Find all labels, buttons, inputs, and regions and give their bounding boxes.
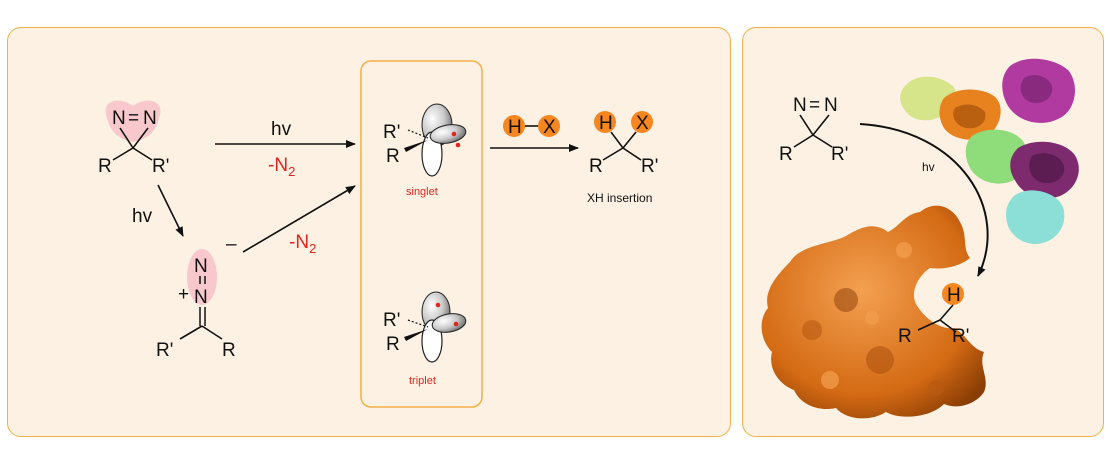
triplet-r-prime: R' [383, 310, 400, 331]
protein-surface [761, 205, 986, 419]
right-hv-label: hv [922, 160, 935, 174]
diazo-r: R [222, 340, 236, 361]
xh-insertion-label: XH insertion [587, 191, 652, 205]
right-h-circle [942, 283, 964, 305]
product-r: R [589, 156, 603, 177]
triplet-label: triplet [409, 375, 436, 387]
diazo-n-mid: N [194, 287, 208, 308]
insertion-product: H X R R' XH insertion [587, 111, 658, 205]
diazirine-n-right: N [143, 108, 157, 129]
diazirine-double-bond: = [128, 108, 139, 129]
isomerization-arrow: hv [132, 184, 184, 237]
product-r-prime: R' [641, 156, 658, 177]
minus-n2-top: -N2 [268, 155, 295, 179]
insertion-arrow: H X [490, 115, 579, 152]
right-r: R [779, 144, 793, 165]
diazo-r-prime: R' [156, 340, 173, 361]
right-product-h: H [947, 285, 961, 306]
product-x: X [636, 113, 649, 134]
diazirine: N = N R R' [98, 100, 169, 177]
singlet-r: R [386, 146, 400, 167]
hv-label-diag: hv [132, 206, 153, 227]
right-product: H R R' [898, 283, 969, 347]
diazo-compound: N N – + R' R [156, 234, 237, 361]
product-h-circle [594, 111, 616, 133]
diazirine-n-left: N [112, 108, 126, 129]
diazo-n-top: N [194, 256, 208, 277]
diazo-minus: – [226, 234, 237, 255]
right-n-left: N [793, 95, 807, 116]
photolysis-arrow: hv -N2 [215, 119, 356, 179]
right-n-right: N [824, 95, 838, 116]
singlet-label: singlet [406, 186, 438, 198]
diazo-to-carbene-arrow: -N2 [242, 185, 356, 256]
singlet-carbene: R' R singlet [383, 103, 467, 198]
product-x-circle [631, 111, 653, 133]
diazirine-r-prime: R' [152, 156, 169, 177]
diazo-highlight [187, 249, 217, 305]
labeling-arrow: hv [859, 123, 989, 277]
diazirine-r: R [98, 156, 112, 177]
right-r-prime: R' [831, 144, 848, 165]
right-product-r-prime: R' [952, 326, 969, 347]
product-h: H [599, 113, 613, 134]
diazirine-highlight [105, 100, 161, 142]
hv-label-top: hv [271, 119, 292, 140]
right-double-bond: = [809, 95, 820, 116]
protein-cluster [900, 58, 1079, 245]
reagent-h-circle [503, 115, 525, 137]
right-product-r: R [898, 326, 912, 347]
triplet-r: R [386, 334, 400, 355]
diazo-plus: + [178, 284, 189, 305]
minus-n2-diag: -N2 [289, 232, 316, 256]
reagent-h: H [508, 117, 522, 138]
reagent-x: X [543, 117, 556, 138]
singlet-r-prime: R' [383, 122, 400, 143]
carbene-states-box [360, 60, 483, 408]
triplet-carbene: R' R triplet [383, 291, 467, 387]
right-diazirine: N = N R R' [779, 95, 848, 165]
reagent-x-circle [538, 115, 560, 137]
